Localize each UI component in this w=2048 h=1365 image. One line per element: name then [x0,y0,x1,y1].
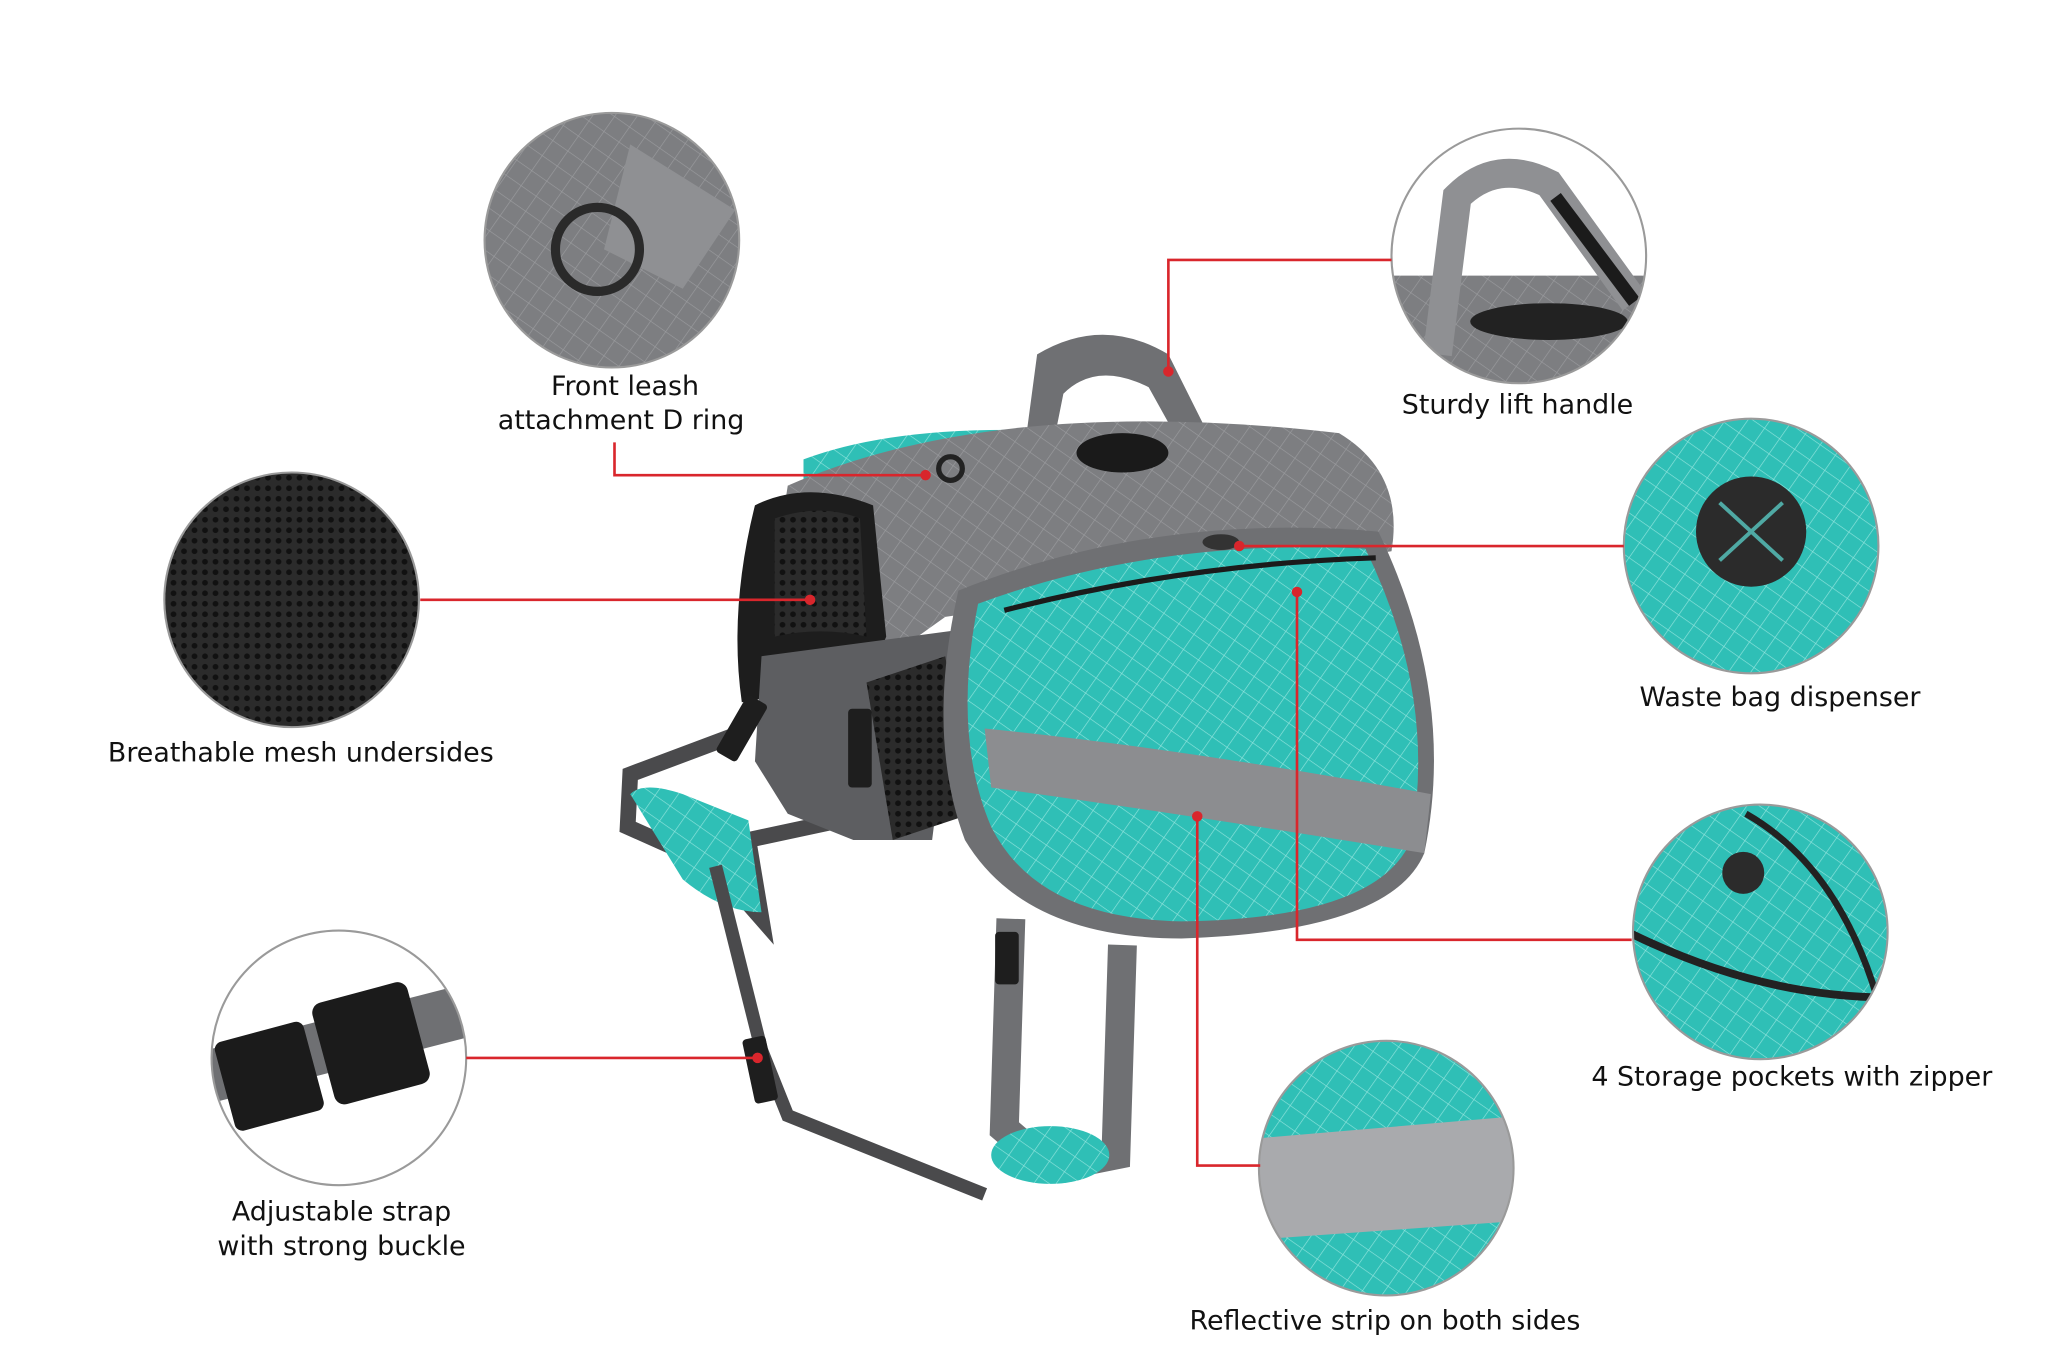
label-reflective: Reflective strip on both sides [1190,1306,1581,1337]
detail-d-ring [483,111,741,369]
label-mesh: Breathable mesh undersides [108,737,494,768]
detail-waste-bag-dispenser [1622,417,1880,675]
label-buckle-line1: Adjustable strap [232,1197,451,1228]
detail-lift-handle [1390,127,1648,385]
label-lift-handle: Sturdy lift handle [1402,389,1633,420]
detail-buckle [210,929,468,1187]
leader-lines [420,258,1632,1167]
detail-storage-pockets [1631,803,1889,1061]
label-buckle-line2: with strong buckle [217,1231,465,1262]
label-waste-bag: Waste bag dispenser [1640,682,1922,713]
detail-reflective-strip [1257,1039,1515,1297]
label-d-ring-line2: attachment D ring [498,405,745,436]
label-d-ring-line1: Front leash [551,371,699,402]
detail-mesh [163,471,420,729]
label-pockets: 4 Storage pockets with zipper [1591,1061,1993,1092]
